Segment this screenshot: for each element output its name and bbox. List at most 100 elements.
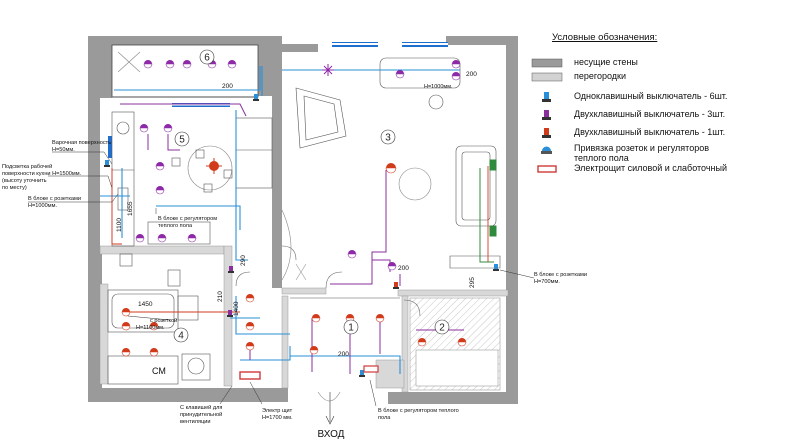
note-outlet-block: Н=1000мм. [28, 203, 57, 209]
wiring-purple [120, 103, 464, 374]
legend-label: перегородки [574, 71, 627, 81]
note-vent-switch: вентиляции [180, 419, 211, 425]
bath-fixtures [107, 269, 211, 385]
dimension-label: 1450 [138, 301, 153, 308]
note-worktop: Подсветка рабочей [2, 163, 52, 170]
ceiling-light-red-icon [121, 308, 131, 317]
washer-label: СМ [152, 366, 166, 376]
ceiling-light-icon [227, 60, 237, 69]
dimension-label: 295 [469, 277, 476, 288]
legend-item-panel: Электрощит силовой и слаботочный [526, 162, 794, 176]
note-floor-regulator: В блоке с регулятором [158, 216, 217, 222]
room-number: 5 [179, 135, 185, 146]
legend-item-switch-single: Одноклавишный выключатель - 6шт. [526, 90, 794, 104]
ceiling-light-red-icon [309, 346, 319, 355]
ceiling-light-red-icon [457, 338, 467, 347]
electrical-panel-icon [537, 165, 557, 173]
ceiling-light-icon [155, 162, 165, 171]
note-outlet-block: Н=700мм. [534, 279, 560, 285]
dimension-label: 1655 [127, 201, 134, 216]
hall-outline [290, 297, 400, 402]
ceiling-light-icon [187, 234, 197, 243]
bearing-walls [88, 36, 518, 404]
note-panel: Электр щит [262, 408, 293, 414]
ceiling-light-red-icon [149, 348, 159, 357]
legend-label: теплого пола [574, 153, 629, 163]
switch-single-icon [359, 370, 365, 377]
switch-double-red-icon [393, 282, 399, 289]
legend-item-outlet-binding-2: теплого пола [526, 152, 794, 166]
note-worktop: по месту) [2, 185, 27, 191]
dimension-labels: 200 200 Н=1000мм. 200 200 1450 1100 1655… [116, 71, 477, 358]
ceiling-light-icon [139, 124, 149, 133]
ceiling-light-icon [165, 60, 175, 69]
living-furniture [281, 57, 501, 281]
ceiling-light-icon [347, 250, 357, 259]
ceiling-light-icon [182, 60, 192, 69]
ceiling-light-red-icon [375, 314, 385, 323]
legend-item-bearing-walls: несущие стены [526, 56, 794, 70]
note-cooktop: Варочная поверхность [52, 140, 111, 146]
outlet-binding-icon [541, 146, 552, 154]
legend-item-switch-double: Двухклавишный выключатель - 3шт. [526, 108, 794, 122]
switch-double-icon [227, 310, 233, 317]
ceiling-light-red-icon [311, 314, 321, 323]
kitchen-furniture [111, 111, 273, 267]
ceiling-light-icon [387, 262, 397, 271]
note-bath-outlet: Н=1100мм. [136, 325, 165, 331]
ceiling-light-red-icon [149, 322, 159, 331]
switch-single-icon [104, 160, 110, 167]
legend-label: Одноклавишный выключатель - 6шт. [574, 91, 728, 101]
note-worktop: поверхности кухни Н=1500мм. [2, 171, 82, 177]
legend-label: Привязка розеток и регуляторов [574, 143, 709, 153]
ceiling-light-icon [451, 72, 461, 81]
ceiling-light-icon [163, 124, 173, 133]
doors [235, 245, 421, 317]
note-outlet-block: В блоке с розетками [534, 272, 587, 278]
switch-double-icon [542, 110, 551, 120]
note-vent-switch: С клавишей для [180, 404, 222, 411]
chandelier-icon [206, 158, 222, 174]
dimension-label: 290 [240, 255, 247, 266]
dimension-label: 210 [217, 291, 224, 302]
switch-single-icon [493, 264, 499, 271]
ceiling-light-icon [143, 60, 153, 69]
dimension-label: 200 [466, 71, 477, 78]
dimension-label: 200 [222, 83, 233, 90]
room-number: 6 [204, 53, 210, 64]
entrance: ВХОД [318, 392, 345, 440]
dimension-label: 200 [398, 265, 409, 272]
electrical-panel-icon [239, 365, 379, 380]
dimension-label: 1100 [116, 218, 123, 232]
switch-double-red-icon [542, 128, 551, 138]
switch-single-icon [542, 92, 551, 102]
note-panel: Н=1700 мм. [262, 415, 293, 421]
note-bath-outlet: с розеткой [150, 317, 177, 324]
legend-label: Двухклавишный выключатель - 1шт. [574, 127, 726, 137]
switch-single-icon [253, 94, 259, 101]
note-floor-regulator: теплого пола [158, 223, 193, 229]
legend-item-partitions: перегородки [526, 70, 794, 84]
room-number: 2 [439, 323, 445, 334]
note-cooktop: Н=50мм. [52, 147, 75, 153]
note-outlet-block: В блоке с розетками [28, 196, 81, 202]
ceiling-light-icon [135, 234, 145, 243]
ceiling-light-red-icon [121, 348, 131, 357]
ceiling-light-red-icon [245, 294, 255, 303]
ceiling-light-red-icon [385, 163, 397, 174]
wardrobe [409, 297, 501, 391]
entrance-label: ВХОД [318, 429, 345, 440]
ceiling-light-red-icon [245, 342, 255, 351]
note-floor-regulator: пола [378, 415, 391, 421]
ceiling-light-red-icon [245, 322, 255, 331]
dimension-label: Н=1000мм. [424, 84, 453, 90]
ceiling-light-red-icon [121, 322, 131, 331]
switches [104, 94, 499, 377]
note-worktop: (высоту уточнить [2, 178, 47, 184]
legend-title: Условные обозначения: [552, 32, 658, 43]
dimension-label: 200 [338, 351, 349, 358]
star-light-icon [322, 64, 334, 76]
note-vent-switch: принудительной [180, 411, 222, 418]
room-number: 3 [385, 133, 391, 144]
